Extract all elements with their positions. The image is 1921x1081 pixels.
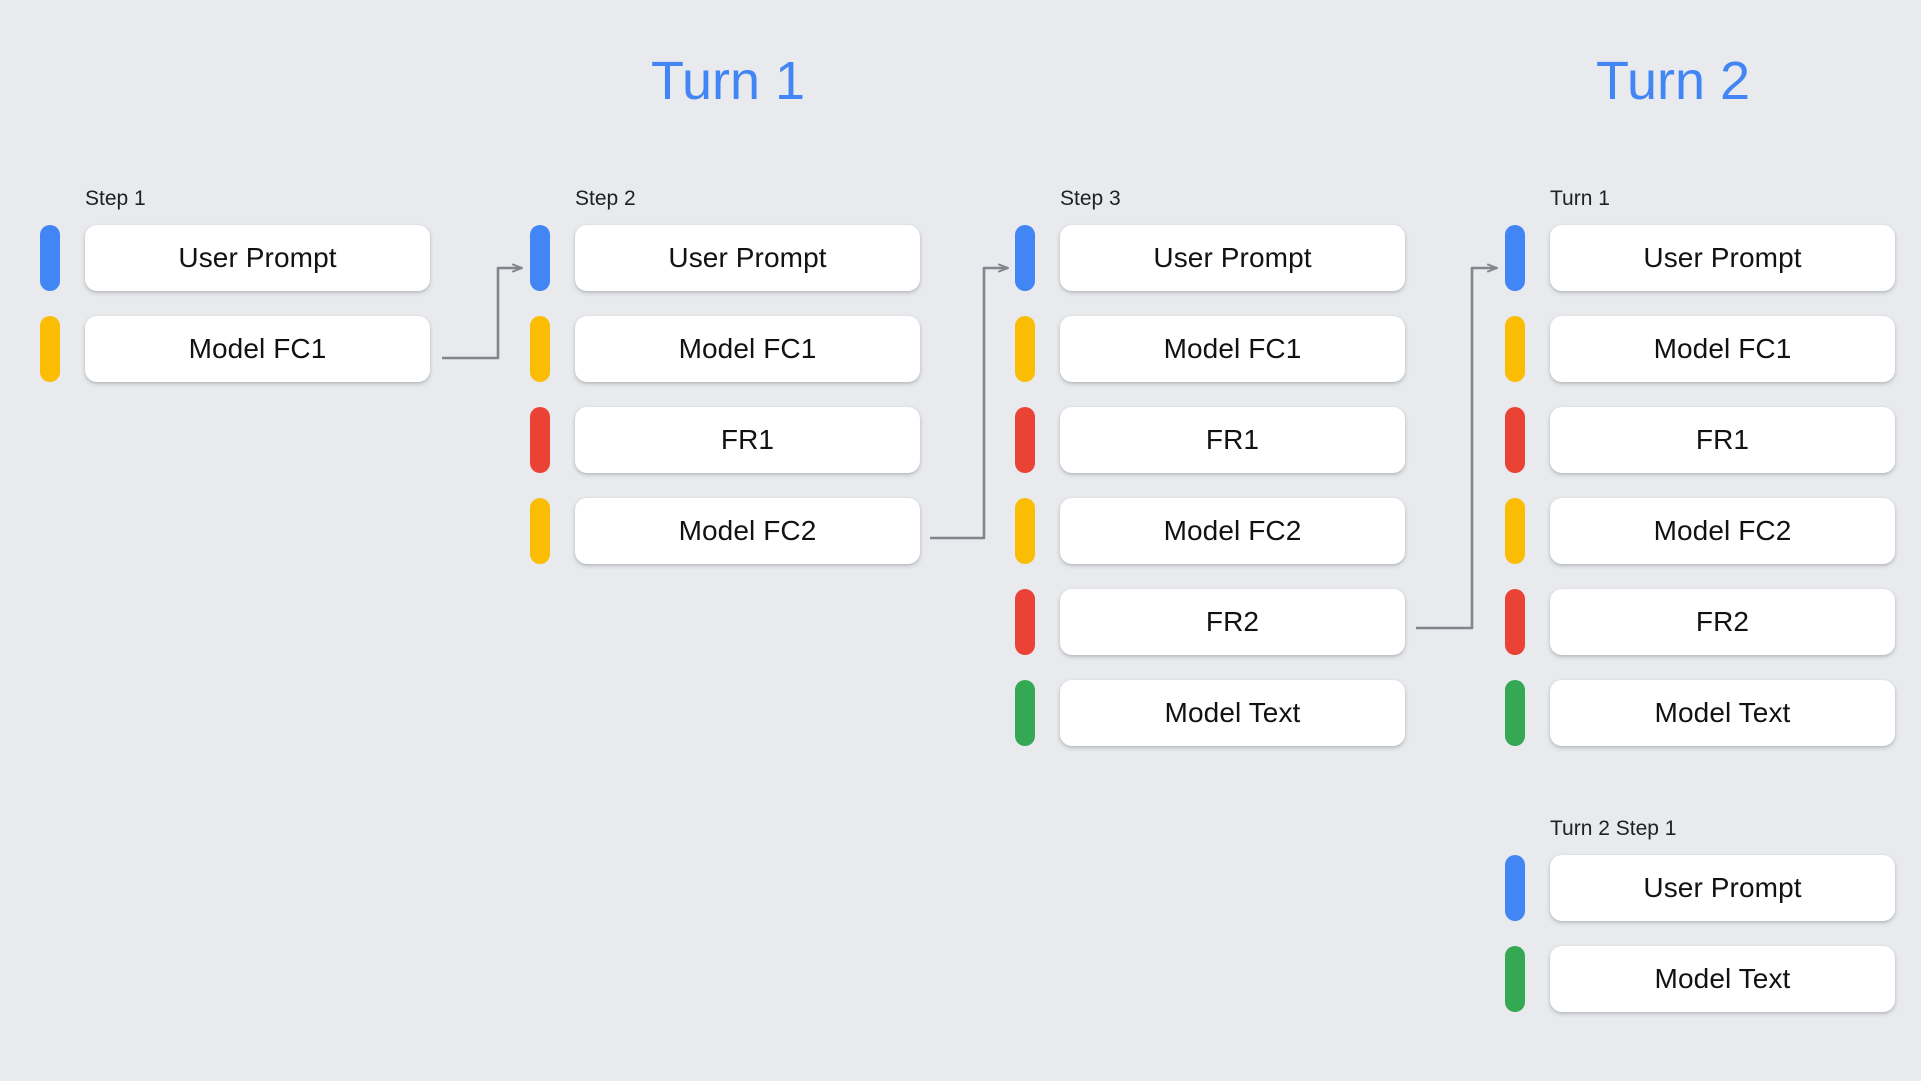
card-model-text[interactable]: Model Text: [1550, 946, 1895, 1012]
list-item[interactable]: FR1: [1015, 407, 1405, 473]
list-item[interactable]: Model FC1: [1505, 316, 1895, 382]
card-label: FR2: [1205, 606, 1260, 637]
card-label: Model FC1: [678, 333, 817, 364]
type-bar-function-response: [1505, 407, 1525, 473]
card-label: FR1: [1205, 424, 1260, 455]
list-item[interactable]: FR1: [1505, 407, 1895, 473]
card-fr2[interactable]: FR2: [1550, 589, 1895, 655]
card-label: Model Text: [1654, 697, 1791, 728]
column-step-3: Step 3 User Prompt Model FC1 FR1 Model F…: [1015, 187, 1405, 771]
card-label: FR1: [1695, 424, 1750, 455]
type-bar-model-text: [1015, 680, 1035, 746]
card-user-prompt[interactable]: User Prompt: [1550, 855, 1895, 921]
card-label: Model Text: [1164, 697, 1301, 728]
section-title-turn-1: Turn 1: [651, 51, 806, 111]
list-item[interactable]: Model Text: [1505, 946, 1895, 1012]
type-bar-model-fc: [530, 316, 550, 382]
column-turn-2-step-1: Turn 2 Step 1 User Prompt Model Text: [1505, 817, 1895, 1037]
list-item[interactable]: User Prompt: [1015, 225, 1405, 291]
list-item[interactable]: Model FC2: [530, 498, 920, 564]
column-label-step-3: Step 3: [1060, 187, 1121, 210]
type-bar-function-response: [1015, 589, 1035, 655]
card-label: User Prompt: [1643, 242, 1802, 273]
card-fr1[interactable]: FR1: [1550, 407, 1895, 473]
type-bar-model-fc: [1505, 498, 1525, 564]
card-model-fc2[interactable]: Model FC2: [575, 498, 920, 564]
connector-step2-to-step3: [930, 263, 1009, 540]
list-item[interactable]: User Prompt: [1505, 855, 1895, 921]
type-bar-model-fc: [530, 498, 550, 564]
column-label-turn-1: Turn 1: [1550, 187, 1610, 210]
card-label: FR2: [1695, 606, 1750, 637]
list-item[interactable]: Model FC1: [1015, 316, 1405, 382]
list-item[interactable]: Model FC2: [1505, 498, 1895, 564]
type-bar-user-prompt: [530, 225, 550, 291]
type-bar-function-response: [1015, 407, 1035, 473]
connector-step1-to-step2: [442, 263, 523, 360]
card-label: FR1: [720, 424, 775, 455]
list-item[interactable]: User Prompt: [530, 225, 920, 291]
card-fr1[interactable]: FR1: [575, 407, 920, 473]
card-model-fc1[interactable]: Model FC1: [1060, 316, 1405, 382]
card-user-prompt[interactable]: User Prompt: [1060, 225, 1405, 291]
list-item[interactable]: Model Text: [1505, 680, 1895, 746]
type-bar-model-fc: [40, 316, 60, 382]
card-label: Model FC2: [1653, 515, 1792, 546]
card-model-fc1[interactable]: Model FC1: [85, 316, 430, 382]
card-fr2[interactable]: FR2: [1060, 589, 1405, 655]
type-bar-function-response: [1505, 589, 1525, 655]
card-label: User Prompt: [668, 242, 827, 273]
card-user-prompt[interactable]: User Prompt: [1550, 225, 1895, 291]
column-turn-1-history: Turn 1 User Prompt Model FC1 FR1 Model F…: [1505, 187, 1895, 771]
card-label: Model FC2: [678, 515, 817, 546]
column-label-step-2: Step 2: [575, 187, 636, 210]
list-item[interactable]: User Prompt: [40, 225, 430, 291]
type-bar-user-prompt: [1015, 225, 1035, 291]
card-model-text[interactable]: Model Text: [1550, 680, 1895, 746]
card-fr1[interactable]: FR1: [1060, 407, 1405, 473]
card-label: User Prompt: [1643, 872, 1802, 903]
column-label-turn-2-step-1: Turn 2 Step 1: [1550, 817, 1677, 840]
list-item[interactable]: User Prompt: [1505, 225, 1895, 291]
type-bar-model-fc: [1015, 316, 1035, 382]
column-step-1: Step 1 User Prompt Model FC1: [40, 187, 430, 407]
card-label: Model FC1: [1653, 333, 1792, 364]
type-bar-user-prompt: [1505, 225, 1525, 291]
card-user-prompt[interactable]: User Prompt: [85, 225, 430, 291]
card-label: Model Text: [1654, 963, 1791, 994]
type-bar-user-prompt: [40, 225, 60, 291]
list-item[interactable]: Model FC2: [1015, 498, 1405, 564]
type-bar-function-response: [530, 407, 550, 473]
section-title-turn-2: Turn 2: [1596, 51, 1751, 111]
connector-step3-to-turn1: [1416, 263, 1498, 630]
list-item[interactable]: FR2: [1015, 589, 1405, 655]
card-label: Model FC1: [188, 333, 327, 364]
list-item[interactable]: Model Text: [1015, 680, 1405, 746]
card-label: Model FC2: [1163, 515, 1302, 546]
card-model-text[interactable]: Model Text: [1060, 680, 1405, 746]
card-model-fc2[interactable]: Model FC2: [1550, 498, 1895, 564]
card-model-fc1[interactable]: Model FC1: [1550, 316, 1895, 382]
column-step-2: Step 2 User Prompt Model FC1 FR1 Model F…: [530, 187, 920, 589]
card-model-fc1[interactable]: Model FC1: [575, 316, 920, 382]
type-bar-model-fc: [1505, 316, 1525, 382]
list-item[interactable]: FR2: [1505, 589, 1895, 655]
card-user-prompt[interactable]: User Prompt: [575, 225, 920, 291]
list-item[interactable]: Model FC1: [40, 316, 430, 382]
list-item[interactable]: Model FC1: [530, 316, 920, 382]
card-label: Model FC1: [1163, 333, 1302, 364]
list-item[interactable]: FR1: [530, 407, 920, 473]
type-bar-model-fc: [1015, 498, 1035, 564]
type-bar-user-prompt: [1505, 855, 1525, 921]
card-model-fc2[interactable]: Model FC2: [1060, 498, 1405, 564]
card-label: User Prompt: [1153, 242, 1312, 273]
column-label-step-1: Step 1: [85, 187, 146, 210]
card-label: User Prompt: [178, 242, 337, 273]
type-bar-model-text: [1505, 680, 1525, 746]
type-bar-model-text: [1505, 946, 1525, 1012]
